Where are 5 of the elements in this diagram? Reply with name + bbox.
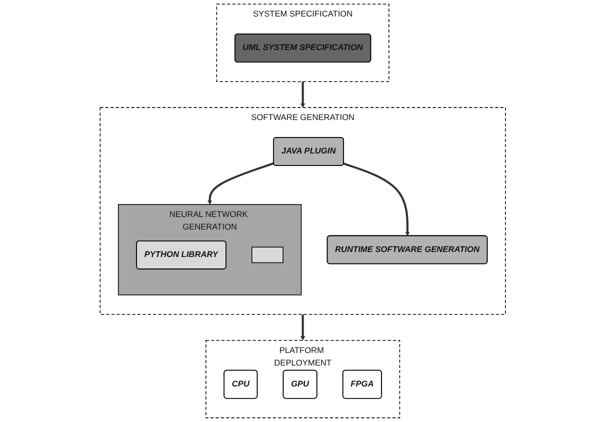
arrow [207, 162, 274, 205]
arrow [300, 82, 305, 108]
node-box [251, 246, 284, 264]
arrow [300, 314, 305, 341]
arrow [343, 162, 410, 236]
